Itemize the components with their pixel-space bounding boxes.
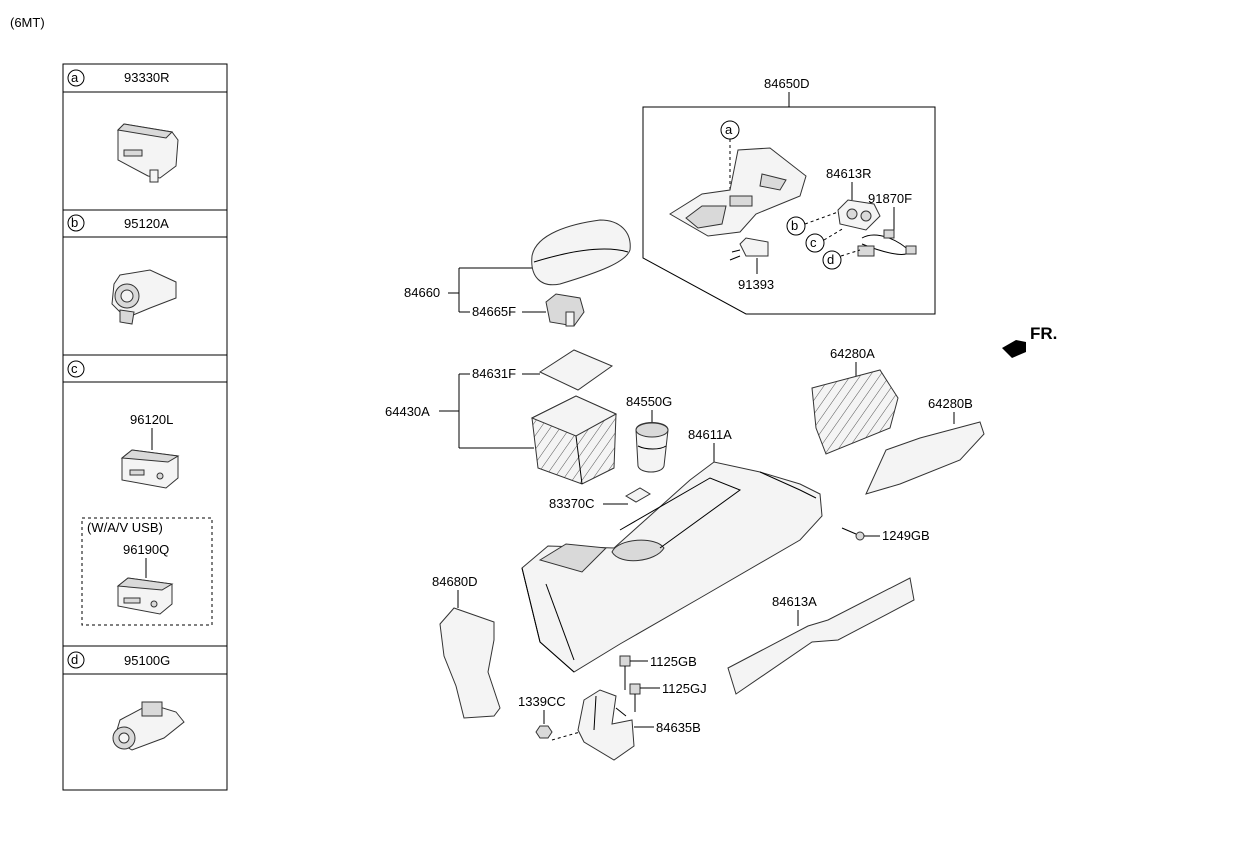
ref-a-top: a: [725, 122, 733, 137]
callout-84550G: 84550G: [626, 394, 672, 409]
legend-row-c: c 96120L (W/A/V USB) 96190Q: [67, 360, 213, 626]
side-cover-left-part-icon: [811, 369, 899, 455]
callout-84635B: 84635B: [656, 720, 701, 735]
side-trim-part-icon: [727, 577, 915, 695]
cigar-lighter-part-icon: [112, 701, 185, 751]
legend-row-a: a 93330R: [67, 69, 179, 183]
variant-label: (6MT): [10, 15, 45, 30]
armrest-cover-part-icon: [531, 219, 631, 286]
legend-row-b: b 95120A: [67, 214, 177, 325]
legend-part-b: 95120A: [124, 216, 169, 231]
callout-84680D: 84680D: [432, 574, 478, 589]
callout-84660: 84660: [404, 285, 440, 300]
aux-jack-part-icon: [120, 449, 180, 489]
ref-b-top: b: [791, 218, 798, 233]
cup-holder-insert-part-icon: [635, 422, 669, 473]
legend-subpart-c: 96120L: [130, 412, 173, 427]
group-84680D: 84680D: [432, 574, 501, 719]
group-84635B: 1125GB 1125GJ 84635B 1339CC: [518, 654, 707, 761]
ref-d-top: d: [827, 252, 834, 267]
armrest-hinge-part-icon: [545, 293, 585, 327]
console-upper-cover-part-icon: [669, 147, 807, 237]
group-84550G: 84550G: [626, 394, 672, 473]
legend-part-a: 93330R: [124, 70, 170, 85]
group-84650D: 84650D a 84613R 91870F b: [642, 76, 936, 315]
callout-64280B: 64280B: [928, 396, 973, 411]
legend-table: a 93330R b 95120A c: [62, 63, 228, 791]
nut-1339CC-part-icon: [535, 725, 553, 739]
callout-83370C: 83370C: [549, 496, 595, 511]
front-direction-arrow-icon: [1002, 340, 1026, 358]
callout-91870F: 91870F: [868, 191, 912, 206]
group-1249GB: 1249GB: [841, 527, 930, 543]
bolt-1125GJ-part-icon: [629, 683, 641, 712]
callout-84613R: 84613R: [826, 166, 872, 181]
callout-64280A: 64280A: [830, 346, 875, 361]
group-64280: 64280A 64280B: [811, 346, 985, 495]
wiring-harness-part-icon: [857, 229, 917, 257]
legend-letter-b: b: [71, 215, 78, 230]
console-body-part-icon: [521, 461, 823, 673]
screw-1249GB-part-icon: [841, 527, 865, 541]
side-cover-right-part-icon: [865, 421, 985, 495]
group-64430A: 84631F 64430A: [385, 349, 618, 485]
usb-jack-part-icon: [116, 123, 179, 183]
console-tray-part-icon: [625, 487, 651, 503]
callout-84611A: 84611A: [688, 427, 732, 442]
front-direction-label: FR.: [1030, 324, 1057, 343]
ref-c-top: c: [810, 235, 817, 250]
callout-1125GB: 1125GB: [650, 654, 697, 669]
callout-1249GB: 1249GB: [882, 528, 930, 543]
usb-aux-jack-part-icon: [116, 577, 174, 615]
switch-panel-part-icon: [837, 199, 881, 231]
callout-1125GJ: 1125GJ: [662, 681, 707, 696]
legend-row-d: d 95100G: [67, 651, 185, 751]
front-direction-indicator: FR.: [1002, 324, 1057, 358]
rear-cover-part-icon: [439, 607, 501, 719]
legend-letter-d: d: [71, 652, 78, 667]
callout-84631F: 84631F: [472, 366, 516, 381]
legend-letter-c: c: [71, 361, 78, 376]
legend-usb-group-label: (W/A/V USB): [87, 520, 163, 535]
bolt-1125GB-part-icon: [619, 655, 631, 690]
callout-64430A: 64430A: [385, 404, 430, 419]
callout-84650D: 84650D: [764, 76, 810, 91]
group-84613A: 84613A: [727, 577, 915, 695]
legend-usb-part: 96190Q: [123, 542, 169, 557]
callout-1339CC: 1339CC: [518, 694, 566, 709]
group-84611A: 84611A 83370C: [521, 427, 823, 673]
legend-letter-a: a: [71, 70, 79, 85]
callout-91393: 91393: [738, 277, 774, 292]
connector-91393-part-icon: [729, 237, 769, 261]
bracket-part-icon: [577, 689, 635, 761]
legend-part-d: 95100G: [124, 653, 170, 668]
power-outlet-part-icon: [111, 269, 177, 325]
callout-84665F: 84665F: [472, 304, 516, 319]
storage-mat-part-icon: [538, 349, 614, 391]
storage-box-part-icon: [530, 395, 618, 485]
group-84660: 84660 84665F: [404, 219, 631, 327]
callout-84613A: 84613A: [772, 594, 817, 609]
